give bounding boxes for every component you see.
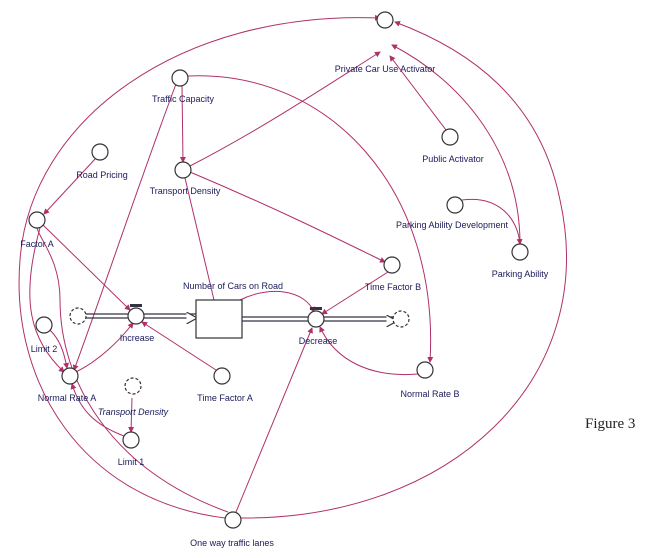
link-road-pricing-to-factor-a [43, 157, 97, 215]
node-public-activator[interactable] [441, 128, 459, 146]
node-limit-1[interactable] [122, 431, 140, 449]
source-cloud-icon [69, 307, 87, 325]
label-transport-density-ghost: Transport Density [98, 407, 169, 417]
label-private-car-use-activator: Private Car Use Activator [335, 64, 436, 74]
link-one-way-to-decrease [235, 327, 313, 513]
link-factor-to-normal-rate [29, 227, 65, 373]
node-factor-a[interactable] [28, 211, 46, 229]
node-one-way-traffic-lanes[interactable] [224, 511, 242, 529]
node-parking-ability-development[interactable] [446, 196, 464, 214]
valve-handle-icon [310, 307, 322, 310]
label-one-way-traffic-lanes: One way traffic lanes [190, 538, 274, 548]
link-one-way-to-private-car [18, 14, 381, 519]
valve-decrease[interactable] [307, 310, 325, 328]
link-factor-a-to-increase [41, 223, 131, 311]
valve-handle-icon [130, 304, 142, 307]
label-road-pricing: Road Pricing [76, 170, 128, 180]
link-limit2-to-normal-rate-a [49, 329, 70, 369]
node-time-factor-a[interactable] [213, 367, 231, 385]
node-limit-2[interactable] [35, 316, 53, 334]
valve-increase[interactable] [127, 307, 145, 325]
label-normal-rate-a: Normal Rate A [38, 393, 97, 403]
node-normal-rate-b[interactable] [416, 361, 434, 379]
link-transport-density-ghost-to-limit1 [128, 397, 135, 433]
link-public-activator-to-private-car [389, 55, 447, 131]
link-parking-dev-to-parking [461, 198, 523, 245]
label-normal-rate-b: Normal Rate B [400, 389, 459, 399]
link-one-way-to-factor [36, 227, 229, 513]
label-decrease: Decrease [299, 336, 338, 346]
node-private-car-use-activator[interactable] [376, 11, 394, 29]
link-one-way-to-parking [239, 20, 567, 519]
node-transport-density[interactable] [174, 161, 192, 179]
link-normal-rate-a-to-increase [75, 322, 134, 373]
sink-cloud-icon [392, 310, 410, 328]
node-time-factor-b[interactable] [383, 256, 401, 274]
label-time-factor-b: Time Factor B [365, 282, 421, 292]
link-normal-rate-b-to-decrease [319, 326, 419, 376]
link-traffic-capacity-to-normal-rate-a [72, 83, 177, 371]
node-road-pricing[interactable] [91, 143, 109, 161]
node-normal-rate-a[interactable] [61, 367, 79, 385]
figure-caption: Figure 3 [585, 416, 635, 432]
label-transport-density: Transport Density [150, 186, 221, 196]
link-traffic-capacity-to-transport-density [179, 85, 186, 163]
link-time-factor-a-to-increase [141, 321, 217, 371]
label-traffic-capacity: Traffic Capacity [152, 94, 215, 104]
label-factor-a: Factor A [20, 239, 54, 249]
label-parking-ability: Parking Ability [492, 269, 549, 279]
link-transport-density-to-cars [184, 177, 215, 301]
node-transport-density-ghost[interactable] [124, 377, 142, 395]
label-number-of-cars: Number of Cars on Road [183, 281, 283, 291]
link-transport-density-to-private-car [189, 51, 381, 167]
link-time-factor-b-to-decrease [321, 271, 389, 315]
stock-number-of-cars[interactable] [195, 299, 243, 339]
label-public-activator: Public Activator [422, 154, 484, 164]
node-parking-ability[interactable] [511, 243, 529, 261]
link-cars-to-decrease [239, 290, 315, 313]
label-increase: Increase [120, 333, 155, 343]
link-traffic-capacity-to-normal-rate-b [187, 75, 434, 363]
label-time-factor-a: Time Factor A [197, 393, 253, 403]
label-parking-ability-development: Parking Ability Development [396, 220, 509, 230]
label-limit-2: Limit 2 [31, 344, 58, 354]
link-limit1-to-normal-rate-a [70, 383, 125, 437]
node-traffic-capacity[interactable] [171, 69, 189, 87]
link-transport-density-to-time-factor-b [189, 171, 386, 263]
link-parking-to-private-car [391, 44, 521, 245]
label-limit-1: Limit 1 [118, 457, 145, 467]
